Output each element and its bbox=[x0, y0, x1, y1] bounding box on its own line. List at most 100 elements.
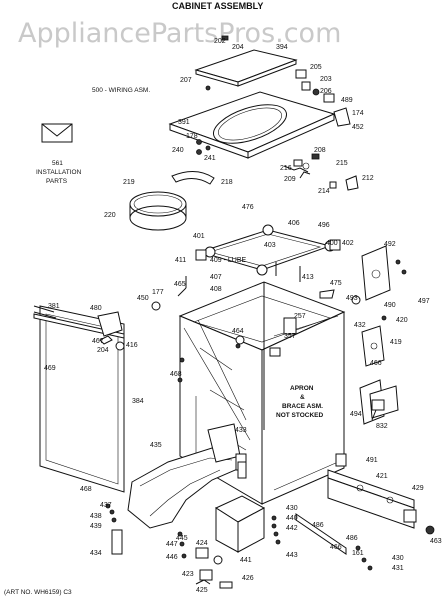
part-number-label: 403 bbox=[264, 242, 276, 249]
part-number-label: 426 bbox=[242, 575, 254, 582]
part-number-label: 204 bbox=[232, 44, 244, 51]
part-number-label: 463 bbox=[430, 538, 442, 545]
part-number-label: 430 bbox=[392, 555, 404, 562]
part-number-label: 177 bbox=[152, 289, 164, 296]
part-number-label: 491 bbox=[366, 457, 378, 464]
part-number-label: 439 bbox=[90, 523, 102, 530]
part-number-label: 433 bbox=[235, 427, 247, 434]
part-number-label: 241 bbox=[204, 155, 216, 162]
part-number-label: 464 bbox=[232, 328, 244, 335]
part-number-label: 205 bbox=[310, 64, 322, 71]
part-number-label: 432 bbox=[354, 322, 366, 329]
part-number-label: 178 bbox=[186, 133, 198, 140]
part-number-label: 407 bbox=[210, 274, 222, 281]
part-number-label: 212 bbox=[362, 175, 374, 182]
lube-label: 409 - LUBE bbox=[210, 257, 247, 264]
part-number-label: 419 bbox=[390, 339, 402, 346]
part-number-label: 438 bbox=[90, 513, 102, 520]
part-number-label: 497 bbox=[418, 298, 430, 305]
svg-text:BRACE ASM.: BRACE ASM. bbox=[282, 403, 323, 410]
watermark: AppliancePartsPros.com bbox=[18, 18, 341, 49]
part-number-label: 408 bbox=[210, 286, 222, 293]
part-number-label: 424 bbox=[196, 540, 208, 547]
part-number-label: 468 bbox=[80, 486, 92, 493]
part-number-label: 421 bbox=[376, 473, 388, 480]
part-number-label: 209 bbox=[284, 176, 296, 183]
part-number-label: 218 bbox=[221, 179, 233, 186]
part-number-label: 435 bbox=[150, 442, 162, 449]
part-number-label: 465 bbox=[174, 281, 186, 288]
part-number-label: 469 bbox=[44, 365, 56, 372]
svg-text:561: 561 bbox=[52, 160, 63, 167]
part-number-label: 441 bbox=[240, 557, 252, 564]
part-number-label: 425 bbox=[196, 587, 208, 594]
part-number-label: 434 bbox=[90, 550, 102, 557]
part-number-label: 402 bbox=[342, 240, 354, 247]
side-bracket bbox=[319, 245, 407, 305]
part-number-label: 423 bbox=[182, 571, 194, 578]
svg-text:INSTALLATION: INSTALLATION bbox=[36, 169, 82, 176]
part-number-label: 214 bbox=[318, 188, 330, 195]
part-number-label: 416 bbox=[126, 342, 138, 349]
part-number-label: 480 bbox=[90, 305, 102, 312]
part-number-label: 381 bbox=[48, 303, 60, 310]
part-number-label: 394 bbox=[276, 44, 288, 51]
part-number-label: 466 bbox=[330, 544, 342, 551]
svg-text:PARTS: PARTS bbox=[46, 178, 68, 185]
svg-text:APRON: APRON bbox=[290, 385, 314, 392]
bottom-hardware bbox=[105, 503, 373, 589]
part-number-label: 400 bbox=[326, 240, 338, 247]
part-number-label: 215 bbox=[336, 160, 348, 167]
part-number-label: 216 bbox=[280, 165, 292, 172]
part-number-label: 204 bbox=[97, 347, 109, 354]
svg-text:NOT STOCKED: NOT STOCKED bbox=[276, 412, 323, 419]
part-number-label: 413 bbox=[302, 274, 314, 281]
right-side-parts bbox=[359, 315, 399, 425]
part-number-label: 219 bbox=[123, 179, 135, 186]
part-number-label: 161 bbox=[352, 550, 364, 557]
part-number-label: 494 bbox=[350, 411, 362, 418]
dampers bbox=[151, 262, 301, 311]
part-number-label: 257 bbox=[294, 313, 306, 320]
part-number-label: 447 bbox=[166, 541, 178, 548]
part-number-label: 468 bbox=[170, 371, 182, 378]
part-number-label: 486 bbox=[346, 535, 358, 542]
part-number-label: 220 bbox=[104, 212, 116, 219]
part-number-label: 490 bbox=[384, 302, 396, 309]
part-number-label: 440 bbox=[286, 515, 298, 522]
part-number-label: 420 bbox=[396, 317, 408, 324]
part-number-label: 493 bbox=[346, 295, 358, 302]
part-number-label: 174 bbox=[352, 110, 364, 117]
part-number-label: 203 bbox=[320, 76, 332, 83]
front-panel bbox=[33, 305, 125, 493]
svg-text:&: & bbox=[300, 394, 305, 401]
part-number-label: 437 bbox=[100, 502, 112, 509]
wiring-label: 500 - WIRING ASM. bbox=[92, 87, 150, 94]
part-labels: 202 204 394 205 203 206 207 489 174 452 … bbox=[44, 38, 442, 594]
part-number-label: 466 bbox=[370, 360, 382, 367]
part-number-label: 496 bbox=[318, 222, 330, 229]
apron-note: APRON & BRACE ASM. NOT STOCKED bbox=[276, 385, 323, 419]
part-number-label: 446 bbox=[166, 554, 178, 561]
top-cover-lid bbox=[194, 49, 298, 87]
part-number-label: 467 bbox=[92, 338, 104, 345]
part-number-label: 206 bbox=[320, 88, 332, 95]
part-number-label: 357 bbox=[284, 333, 296, 340]
diagram-title: CABINET ASSEMBLY bbox=[172, 1, 263, 11]
part-number-label: 489 bbox=[341, 97, 353, 104]
suspension-frame bbox=[195, 224, 341, 276]
part-number-label: 452 bbox=[352, 124, 364, 131]
part-number-label: 208 bbox=[314, 147, 326, 154]
part-number-label: 207 bbox=[180, 77, 192, 84]
part-number-label: 429 bbox=[412, 485, 424, 492]
cabinet-top bbox=[168, 91, 336, 159]
part-number-label: 411 bbox=[175, 257, 186, 264]
installation-parts-envelope bbox=[41, 123, 73, 143]
part-number-label: 442 bbox=[286, 525, 298, 532]
part-number-label: 443 bbox=[286, 552, 298, 559]
part-number-label: 486 bbox=[312, 522, 324, 529]
top-hardware bbox=[196, 35, 359, 191]
art-number: (ART NO. WH6159) C3 bbox=[4, 589, 72, 596]
part-number-label: 476 bbox=[242, 204, 254, 211]
